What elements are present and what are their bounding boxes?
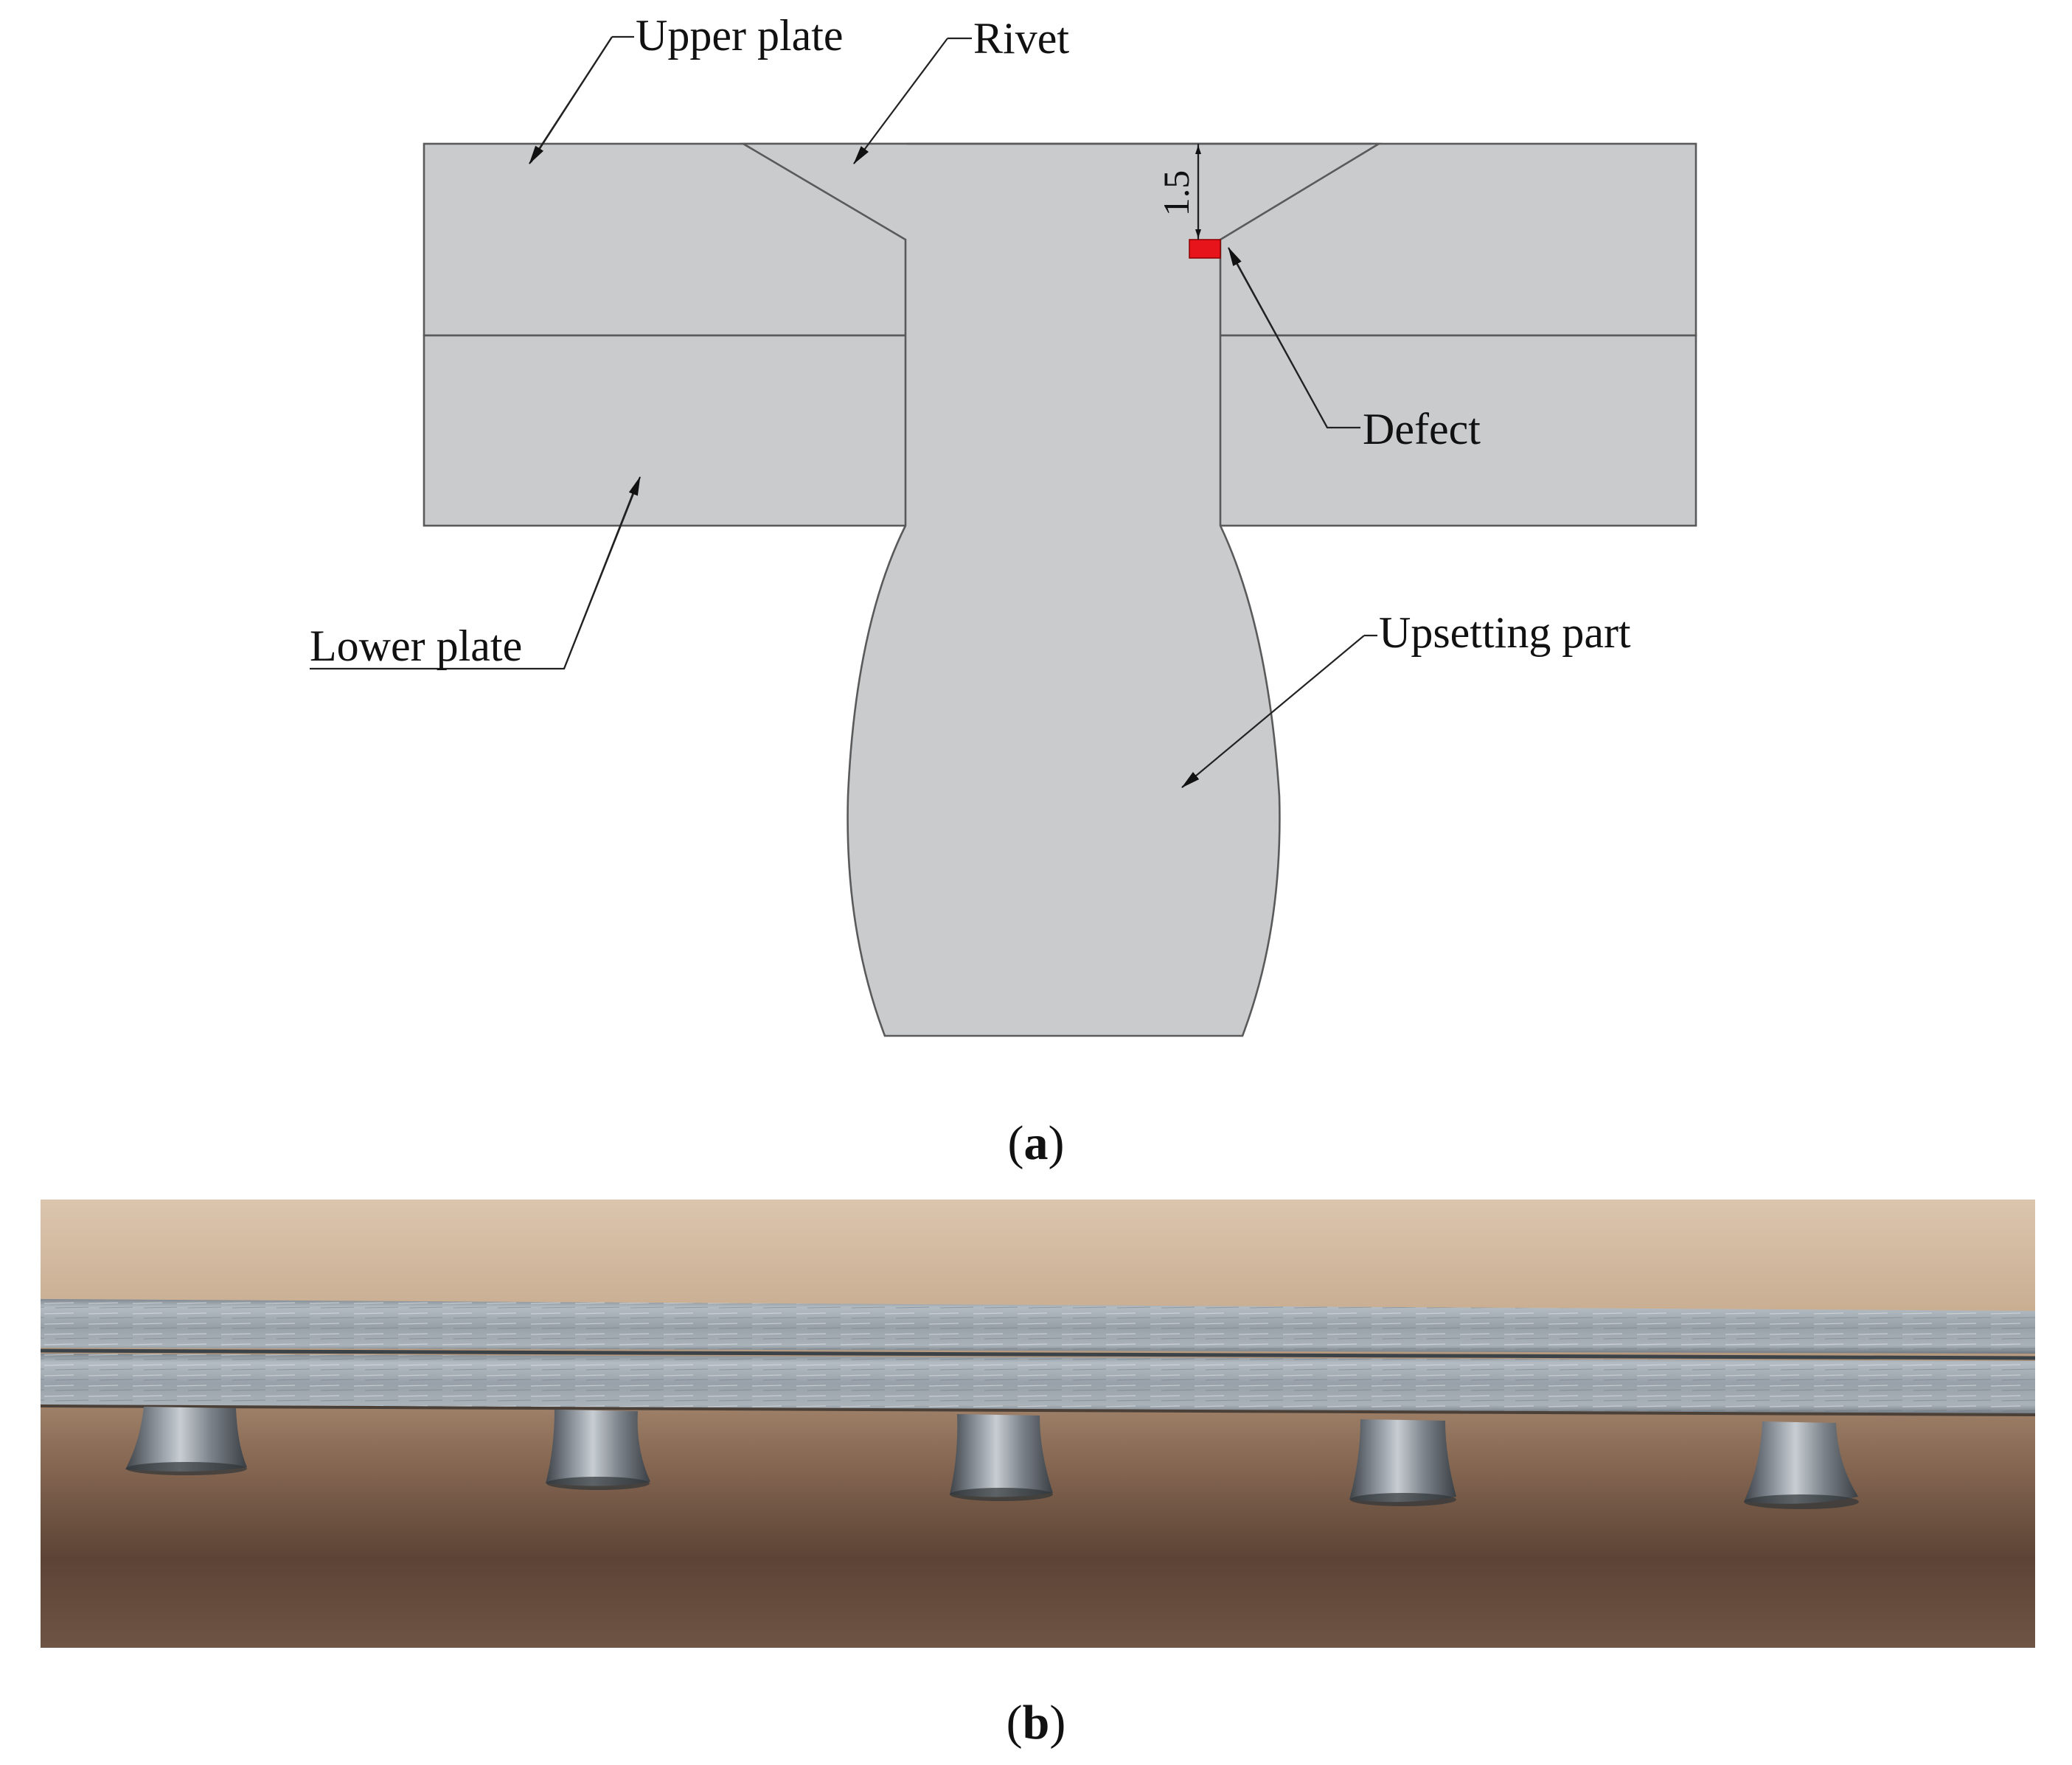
leader-rivet: Rivet: [853, 14, 1069, 164]
rivet-heads: [125, 1407, 1859, 1509]
rivet-head: [1349, 1419, 1456, 1506]
rivet-head: [1744, 1421, 1859, 1509]
dimension-1-5: 1.5: [1155, 144, 1201, 240]
rivet-section: [740, 142, 1383, 1037]
dimension-label: 1.5: [1155, 170, 1197, 217]
label-rivet: Rivet: [973, 14, 1069, 63]
defect-marker: [1189, 239, 1221, 259]
leader-upsetting-part: Upsetting part: [1181, 608, 1631, 788]
rivet-head: [546, 1410, 650, 1490]
panel-b-photo: (b): [40, 1200, 2036, 1750]
label-defect: Defect: [1363, 405, 1481, 453]
leader-upper-plate: Upper plate: [529, 11, 844, 164]
label-upper-plate: Upper plate: [636, 11, 844, 60]
riveted-plates: [40, 1299, 2036, 1416]
label-lower-plate: Lower plate: [310, 622, 522, 670]
leader-defect: Defect: [1228, 247, 1481, 453]
caption-b: (b): [1007, 1696, 1066, 1750]
panel-a-schematic: 1.5 Upper plate Rivet Defect Lower plate: [310, 11, 1697, 1170]
rivet-head: [950, 1414, 1053, 1501]
caption-a: (a): [1008, 1116, 1065, 1170]
label-upsetting-part: Upsetting part: [1379, 608, 1631, 657]
rivet-head: [125, 1407, 247, 1475]
leader-lower-plate: Lower plate: [310, 476, 642, 670]
